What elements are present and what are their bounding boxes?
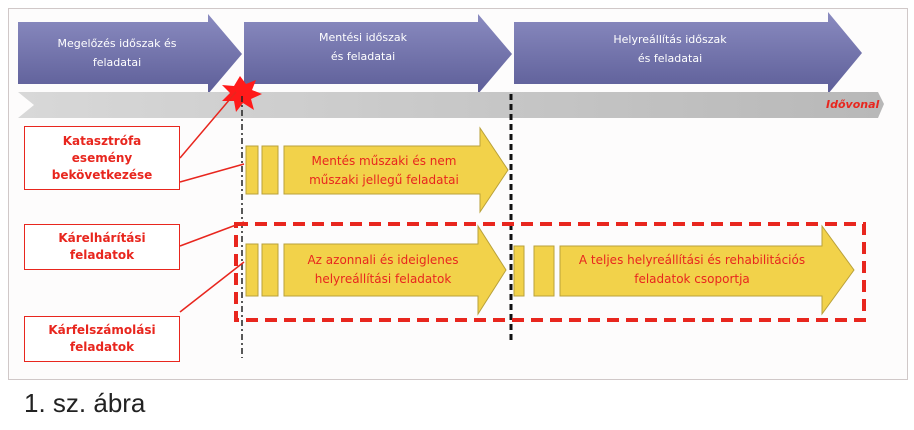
task-label-temporary-recovery: Az azonnali és ideiglenes helyreállítási… — [307, 253, 459, 286]
phase-arrow-recovery — [514, 12, 862, 94]
phase-label-recovery: Helyreállítás időszak és feladatai — [613, 33, 727, 65]
connector-line — [179, 163, 245, 183]
box-damage-liquidation: Kárfelszámolási feladatok — [24, 316, 180, 362]
explosion-icon — [222, 76, 262, 112]
box-damage-control: Kárelhárítási feladatok — [24, 224, 180, 270]
phase-arrow-prevention — [18, 14, 242, 94]
task-arrow-full-recovery — [559, 224, 855, 316]
phase-arrow-rescue — [244, 14, 512, 94]
task-arrow-temporary-recovery — [283, 224, 507, 316]
connector-line — [179, 261, 245, 313]
phase-label-prevention: Megelőzés időszak és feladatai — [57, 37, 177, 69]
phase-label-rescue: Mentési időszak és feladatai — [319, 31, 407, 63]
task-small-bar — [513, 245, 525, 297]
box-disaster-event: Katasztrófa esemény bekövetkezése — [24, 126, 180, 190]
connector-line — [179, 221, 245, 247]
timeline-label: Idővonal — [826, 98, 880, 111]
task-label-rescue: Mentés műszaki és nem műszaki jellegű fe… — [309, 154, 459, 187]
task-label-full-recovery: A teljes helyreállítási és rehabilitáció… — [578, 253, 806, 286]
task-arrow-rescue — [283, 126, 509, 214]
recovery-region-dashed — [234, 222, 866, 322]
figure-caption: 1. sz. ábra — [24, 388, 146, 418]
timeline-bar — [18, 92, 884, 118]
task-small-bar — [261, 243, 279, 297]
task-small-bar — [533, 245, 555, 297]
task-small-bar — [245, 243, 259, 297]
task-small-bar — [245, 145, 259, 195]
connector-line — [179, 91, 237, 159]
task-small-bar — [261, 145, 279, 195]
